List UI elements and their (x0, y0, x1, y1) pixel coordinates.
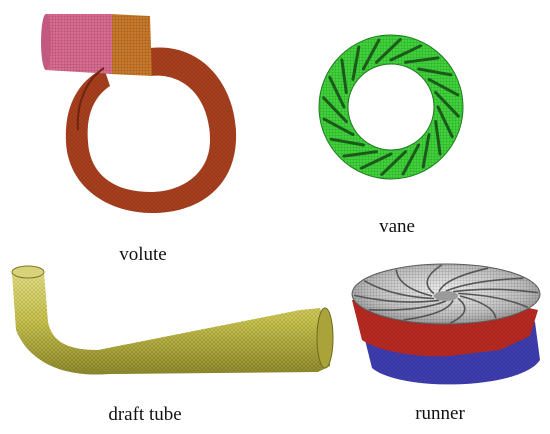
vane-blades (322, 38, 460, 176)
vane-blade (427, 77, 460, 97)
vane-blade (328, 75, 346, 109)
vane-blade (434, 120, 442, 156)
vane-blade (389, 44, 423, 62)
label-volute: volute (119, 244, 167, 265)
vane-blade (342, 150, 378, 158)
vane-blade (322, 96, 348, 123)
runner-blade-curve (449, 297, 466, 324)
vane-blade (375, 38, 402, 64)
vane-blade (417, 67, 453, 77)
runner-model (351, 263, 541, 385)
runner-blade-curve (426, 264, 443, 295)
draft-tube-model (11, 265, 334, 375)
volute-model (41, 14, 237, 214)
vane-blade (380, 150, 407, 176)
vane-blade (340, 58, 348, 94)
vane-blade (401, 143, 421, 176)
label-draft-tube: draft tube (108, 404, 182, 425)
runner-crown-curves (353, 264, 539, 324)
runner-blade-curve (458, 292, 529, 309)
runner-blade-curve (459, 295, 497, 319)
vane-blade (434, 91, 460, 118)
runner-blade-curve (353, 294, 440, 303)
runner-blade-curve (452, 288, 539, 294)
vane-model (318, 34, 464, 180)
runner-blade-curve (403, 299, 454, 321)
label-runner: runner (415, 403, 465, 424)
runner-blade-curve (363, 280, 434, 300)
runner-blade-curve (395, 269, 433, 297)
label-vane: vane (379, 216, 415, 237)
runner-blade-curve (445, 277, 524, 292)
vane-blade (404, 56, 440, 64)
vane-blade (351, 45, 361, 81)
runner-blade-curve (438, 267, 489, 293)
vane-blade (436, 105, 454, 139)
vane-blade (329, 137, 365, 147)
vane-blade (322, 117, 355, 137)
vane-blade (359, 152, 393, 170)
runner-blade-curve (368, 300, 447, 311)
vane-blade (421, 133, 431, 169)
vane-blade (361, 38, 381, 71)
